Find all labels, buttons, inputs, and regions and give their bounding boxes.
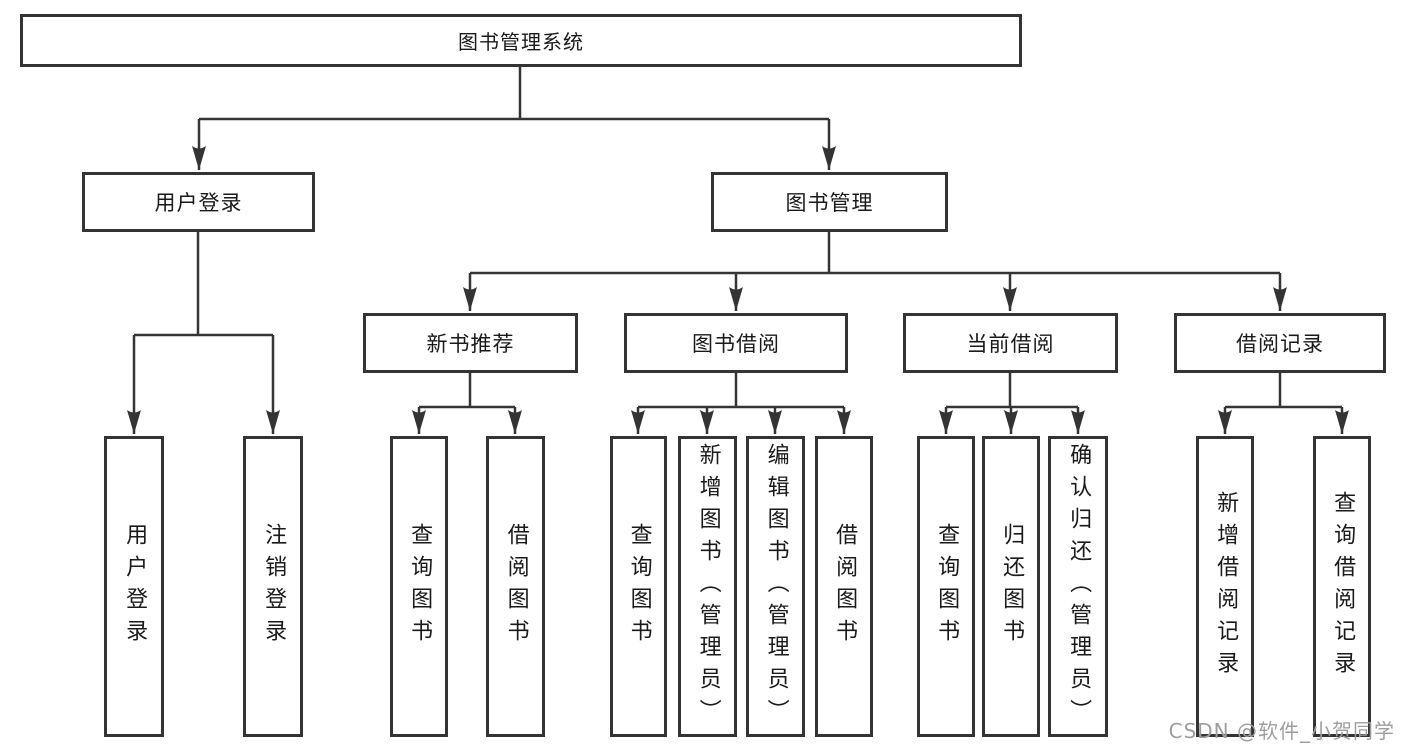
leaf-borrow-books: 借阅图书	[815, 436, 873, 737]
leaf-logout: 注销登录	[243, 436, 303, 737]
leaf-edit-books-admin: 编辑图书（管理员）	[746, 436, 805, 737]
node-label: 确认归还（管理员）	[1066, 442, 1092, 731]
leaf-query-books-current: 查询图书	[917, 436, 975, 737]
node-book-borrow: 图书借阅	[624, 313, 848, 373]
node-label: 借阅记录	[1236, 332, 1324, 356]
node-label: 用户登录	[122, 522, 148, 651]
node-label: 查询图书	[407, 522, 433, 651]
node-label: 编辑图书（管理员）	[763, 442, 789, 731]
node-label: 查询图书	[934, 522, 960, 651]
leaf-confirm-return-admin: 确认归还（管理员）	[1048, 436, 1108, 737]
leaf-return-books: 归还图书	[982, 436, 1040, 737]
node-user-login-branch: 用户登录	[82, 172, 315, 232]
node-label: 查询图书	[626, 522, 652, 651]
csdn-watermark: CSDN @软件_小贺同学	[1168, 719, 1395, 743]
node-label: 图书管理系统	[458, 30, 584, 54]
node-book-management-branch: 图书管理	[711, 172, 948, 232]
node-label: 当前借阅	[966, 332, 1055, 356]
leaf-query-books-borrow: 查询图书	[610, 436, 667, 737]
leaf-add-books-admin: 新增图书（管理员）	[678, 436, 737, 737]
leaf-user-login: 用户登录	[104, 436, 164, 737]
node-label: 注销登录	[261, 522, 287, 651]
node-label: 借阅图书	[503, 522, 529, 651]
node-label: 新书推荐	[426, 332, 515, 356]
node-new-book-recommend: 新书推荐	[363, 313, 578, 373]
leaf-add-borrow-record: 新增借阅记录	[1196, 436, 1254, 737]
node-label: 图书借阅	[692, 332, 780, 356]
leaf-query-borrow-record: 查询借阅记录	[1313, 436, 1371, 737]
leaf-borrow-books-recommend: 借阅图书	[486, 436, 545, 737]
node-root-library-system: 图书管理系统	[20, 14, 1022, 67]
node-current-borrow: 当前借阅	[903, 313, 1118, 373]
node-label: 归还图书	[999, 522, 1025, 651]
node-label: 查询借阅记录	[1330, 490, 1356, 683]
node-label: 新增图书（管理员）	[695, 442, 721, 731]
node-label: 图书管理	[785, 191, 874, 215]
node-borrow-records: 借阅记录	[1174, 313, 1386, 373]
node-label: 借阅图书	[832, 522, 858, 651]
leaf-query-books-recommend: 查询图书	[390, 436, 448, 737]
node-label: 新增借阅记录	[1213, 490, 1239, 683]
node-label: 用户登录	[154, 191, 243, 215]
